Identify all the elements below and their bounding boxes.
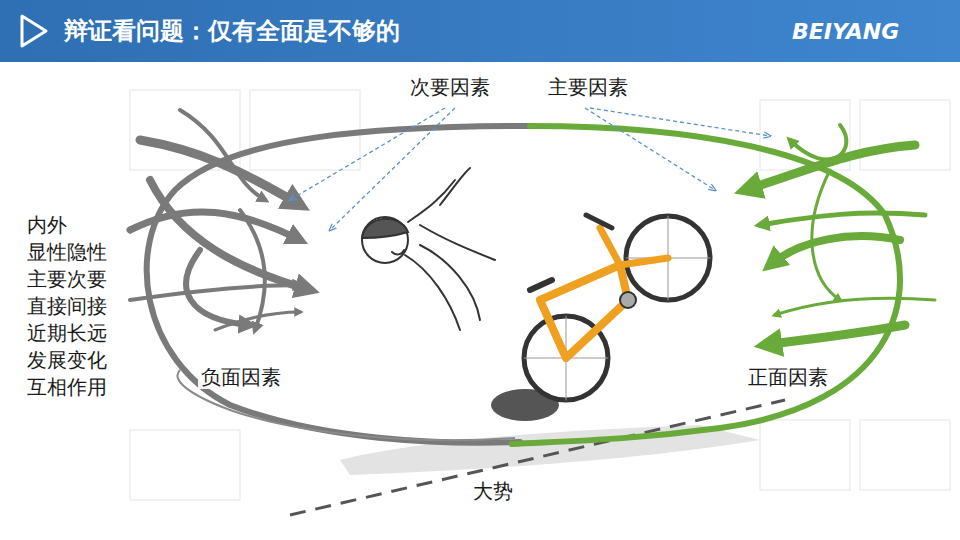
- background-frames: [130, 90, 950, 500]
- brand-logo: BEIYANG: [792, 19, 899, 44]
- factor-label: 主要因素: [545, 76, 631, 99]
- leader-lines: [290, 108, 770, 230]
- cyclist: [362, 168, 495, 330]
- negative-label: 负面因素: [198, 366, 284, 389]
- positive-label: 正面因素: [745, 366, 831, 389]
- header-bar: [0, 0, 960, 62]
- aspect-item: 显性隐性: [24, 241, 110, 264]
- aspect-item: 近期长远: [24, 322, 110, 345]
- aspect-item: 互相作用: [24, 376, 110, 399]
- negative-loop: [147, 126, 530, 443]
- bicycle: [524, 215, 710, 400]
- trend-label: 大势: [470, 480, 516, 503]
- positive-loop: [512, 126, 900, 444]
- aspect-item: 发展变化: [24, 349, 110, 372]
- factor-label: 次要因素: [407, 76, 493, 99]
- aspect-item: 主要次要: [24, 268, 110, 291]
- aspect-item: 内外: [24, 214, 70, 237]
- slide-title: 辩证看问题：仅有全面是不够的: [64, 15, 400, 47]
- aspect-item: 直接间接: [24, 295, 110, 318]
- positive-arrows: [745, 125, 935, 345]
- negative-arrows: [130, 110, 310, 330]
- play-icon: [22, 16, 46, 46]
